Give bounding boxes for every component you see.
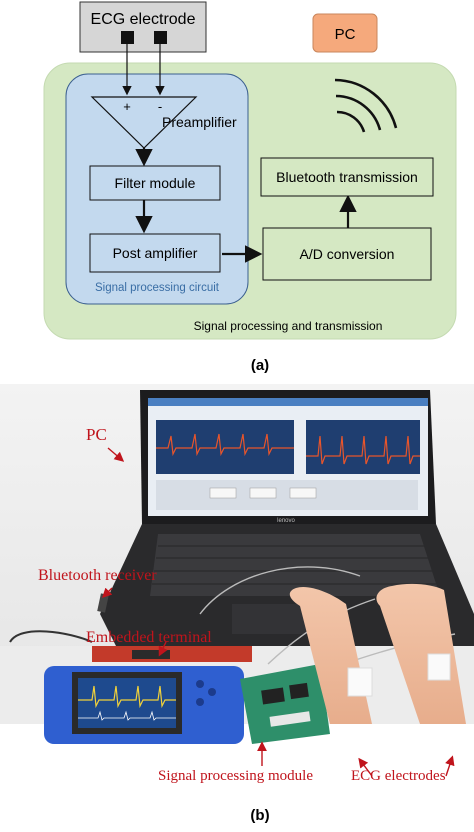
ecg-electrode-box — [79, 1, 207, 53]
ecg-electrode-left — [347, 667, 373, 697]
signal-processing-and-transmission-label: Signal processing and transmission — [194, 319, 383, 333]
bluetooth-transmission-block — [260, 157, 434, 197]
wireless-signal-icon — [334, 78, 398, 133]
electrode-pad-right — [154, 31, 167, 44]
filter-module-block — [89, 165, 221, 201]
embedded-terminal-board — [92, 646, 252, 662]
block-diagram: ECG electrode PC + - Preamplifier Filter… — [43, 1, 457, 374]
bluetooth-receiver-dongle — [97, 593, 109, 613]
electrode-pad-left — [121, 31, 134, 44]
signal-processing-module-label: Signal processing module — [158, 768, 313, 784]
laptop-brand: lenovo — [277, 518, 295, 524]
filter-module-label: Filter module — [115, 175, 196, 191]
system-photo: lenovo PC Bluetooth receiver — [0, 384, 474, 824]
pc-photo-label: PC — [86, 425, 107, 444]
ad-conversion-block — [262, 227, 432, 281]
minus-sign: - — [158, 99, 162, 114]
ecg-electrode-right — [427, 653, 451, 681]
post-amplifier-label: Post amplifier — [113, 245, 198, 261]
pc-label: PC — [335, 26, 356, 43]
preamplifier-label: Preamplifier — [162, 114, 237, 130]
signal-processing-circuit-label: Signal processing circuit — [95, 282, 220, 294]
signal-processing-module-board — [240, 664, 330, 744]
bluetooth-receiver-label: Bluetooth receiver — [38, 567, 157, 584]
plus-sign: + — [123, 99, 131, 114]
caption-b: (b) — [250, 807, 269, 824]
laptop-keyboard — [150, 534, 440, 596]
ad-conversion-label: A/D conversion — [300, 246, 395, 262]
bluetooth-transmission-label: Bluetooth transmission — [276, 169, 418, 185]
embedded-terminal-label: Embedded terminal — [86, 629, 212, 646]
right-arm — [376, 583, 466, 724]
pc-box — [312, 13, 378, 53]
ecg-electrodes-label: ECG electrodes — [351, 768, 446, 784]
post-amplifier-block — [89, 233, 221, 273]
preamplifier-triangle — [90, 96, 198, 149]
ecg-electrode-label: ECG electrode — [91, 11, 196, 28]
caption-a: (a) — [251, 357, 269, 374]
ecg-plot-left — [156, 420, 294, 474]
